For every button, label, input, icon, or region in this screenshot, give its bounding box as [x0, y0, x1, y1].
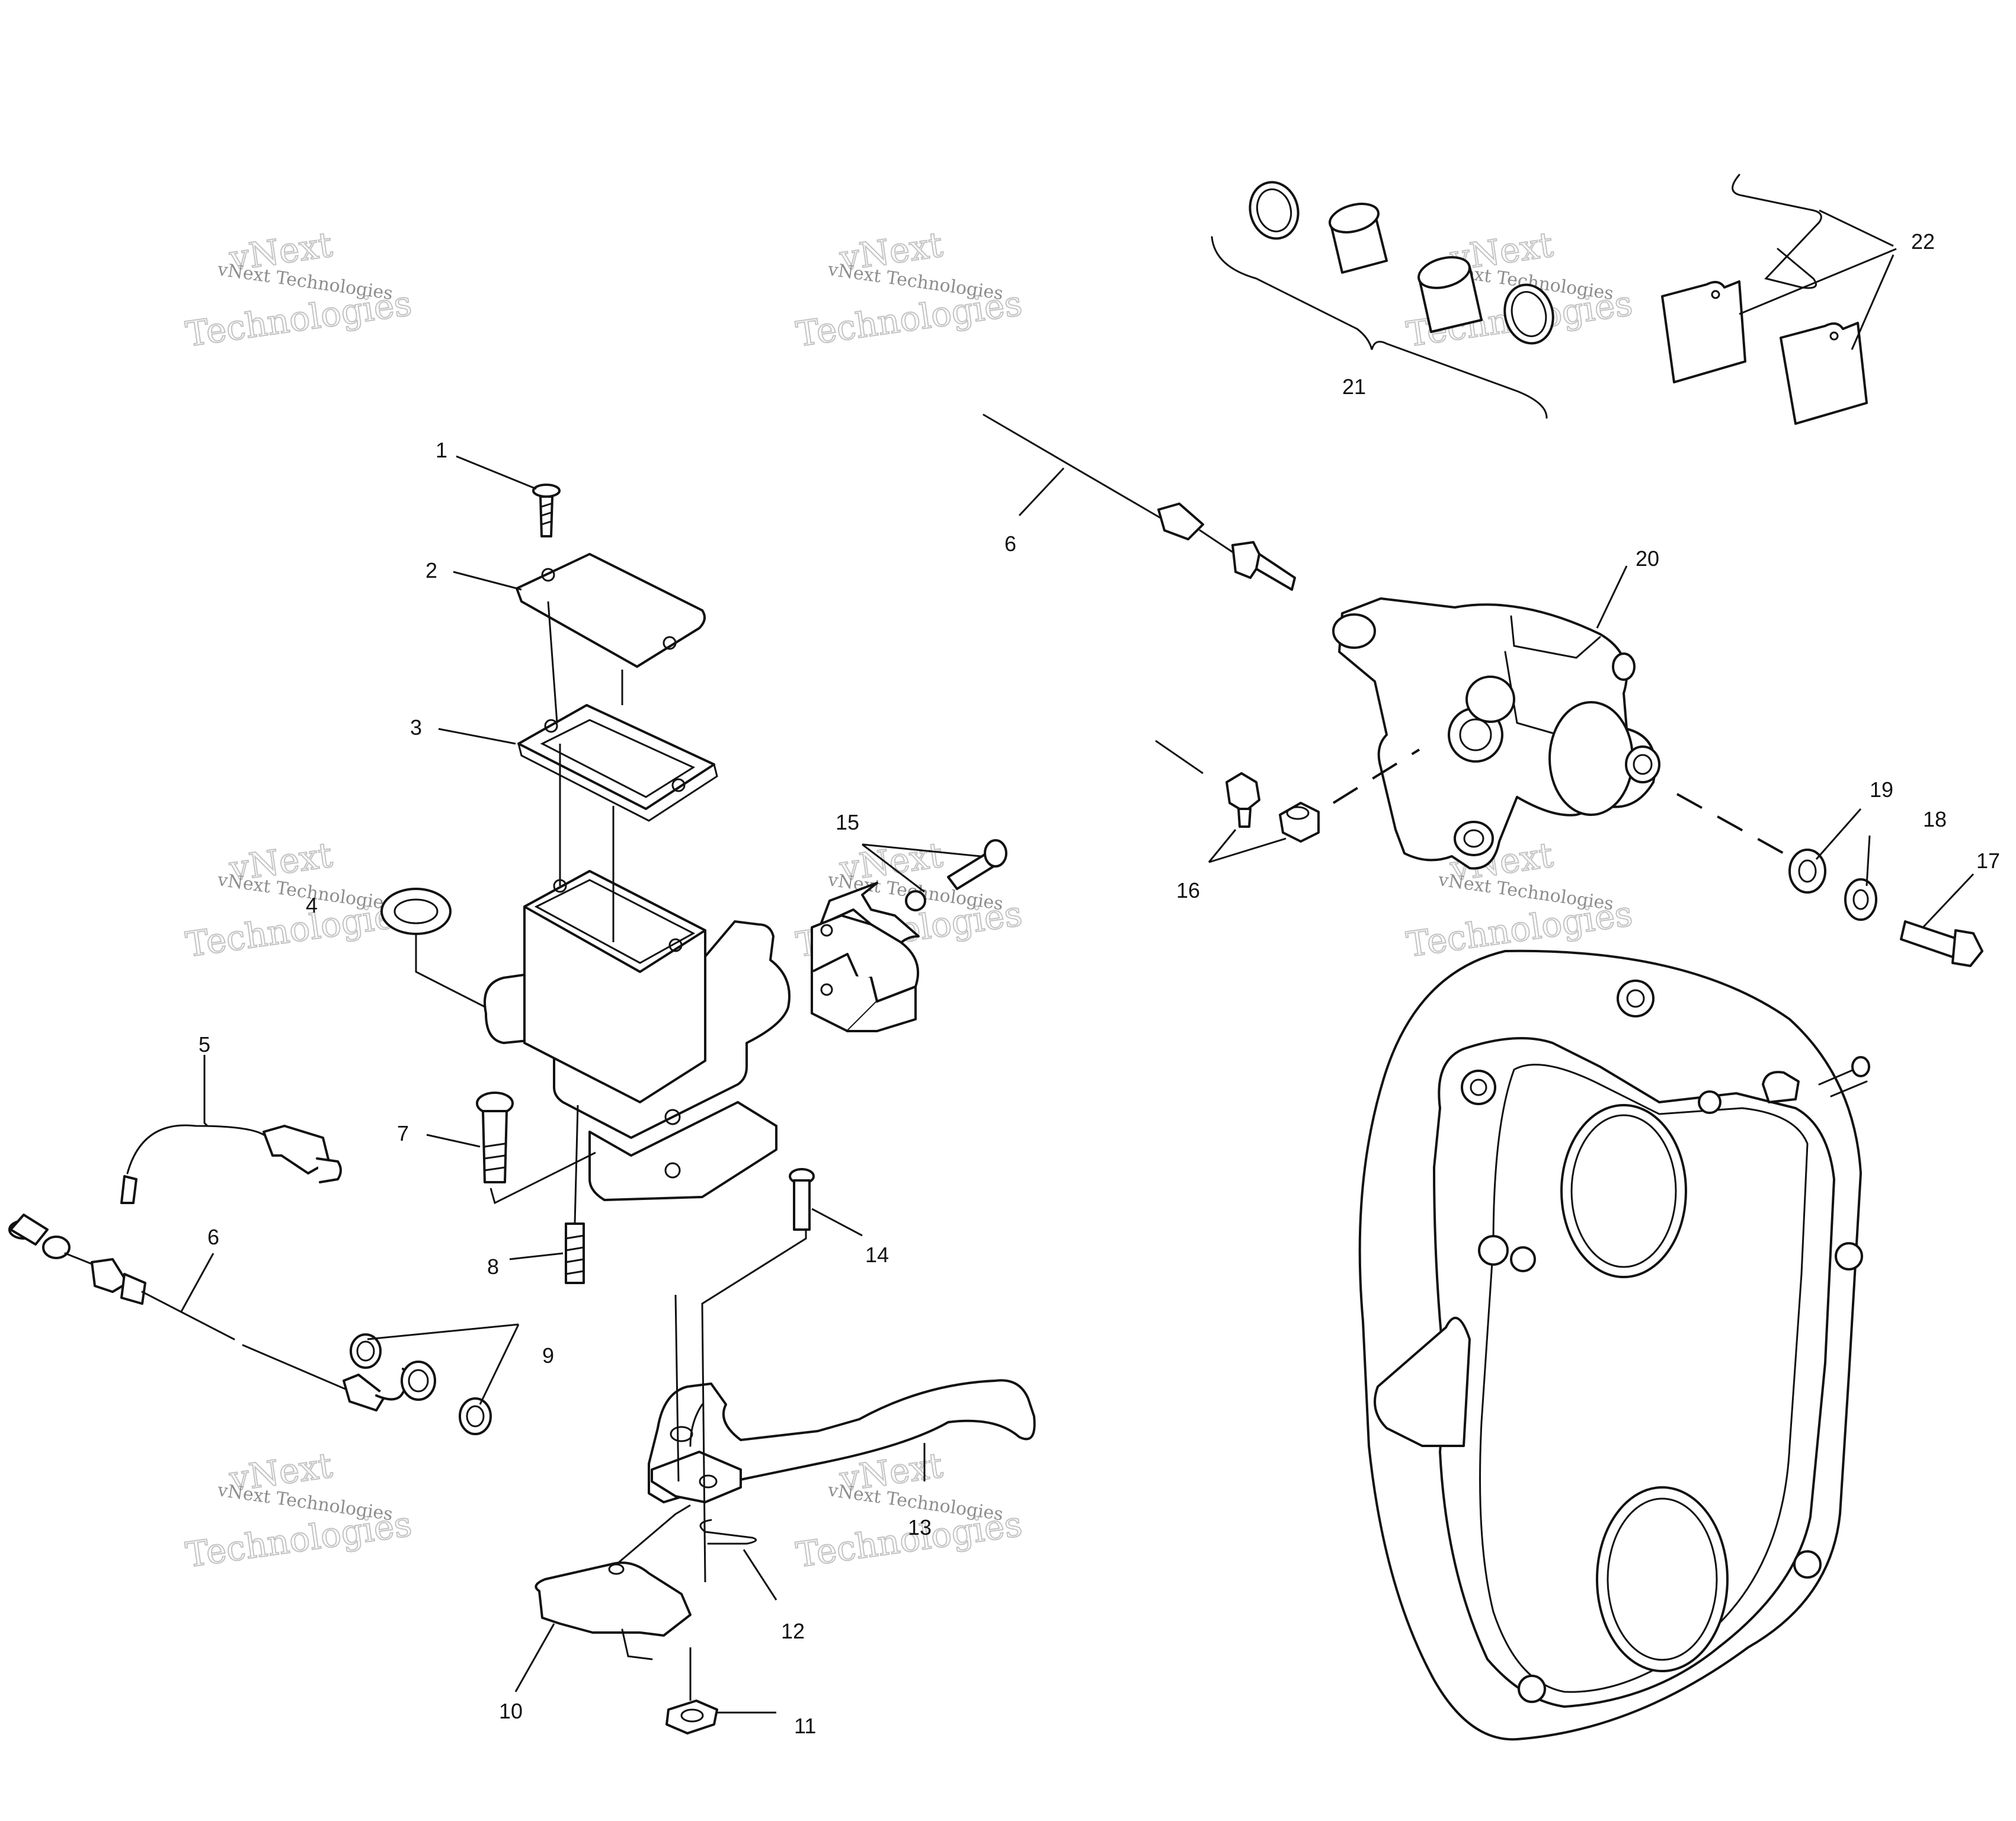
callout-15: 15 — [836, 810, 859, 834]
watermark-bottom-left: vNext vNext Technologies Technologies — [183, 1444, 415, 1576]
watermark-bottom-center: vNext vNext Technologies Technologies — [793, 1444, 1025, 1576]
callout-12: 12 — [781, 1619, 805, 1643]
callout-6-upper: 6 — [1004, 532, 1016, 556]
watermark-line2: Technologies — [793, 283, 1025, 354]
part-11-nut — [665, 1700, 718, 1734]
callout-22: 22 — [1911, 229, 1935, 254]
watermark-top-center: vNext vNext Technologies Technologies — [793, 223, 1025, 355]
part-3-gasket — [517, 704, 718, 822]
part-6-brake-line-lower — [8, 1214, 409, 1412]
callout-16: 16 — [1176, 878, 1200, 903]
callout-13: 13 — [908, 1515, 932, 1540]
part-6-brake-line-upper — [983, 414, 1296, 591]
part-9-washers — [350, 1333, 492, 1435]
part-8-bolt — [565, 1222, 585, 1284]
part-20-caliper — [1332, 597, 1660, 870]
callout-11: 11 — [794, 1714, 816, 1738]
part-5-switch — [120, 1124, 342, 1204]
assembly-lines — [415, 601, 1784, 1701]
part-2-cover — [516, 553, 706, 668]
callout-labels: 1 2 3 4 5 6 6 7 8 9 10 11 12 13 14 15 16… — [199, 229, 2000, 1738]
part-13-lever — [648, 1379, 1036, 1503]
part-21-pistons — [1211, 181, 1554, 419]
callout-4: 4 — [306, 893, 318, 917]
callout-18: 18 — [1923, 807, 1947, 831]
watermark-line2: Technologies — [183, 283, 414, 354]
watermark-line2: Technologies — [183, 893, 414, 965]
group-bracket-21 — [1211, 236, 1548, 419]
callout-2: 2 — [425, 558, 437, 583]
part-4-boot — [380, 888, 452, 935]
callout-19: 19 — [1870, 777, 1893, 802]
part-7-screw — [476, 1092, 514, 1183]
part-1-screw — [532, 484, 561, 537]
part-12-spring — [699, 1519, 757, 1545]
callout-5: 5 — [199, 1032, 210, 1057]
part-15-clamp — [811, 839, 1007, 1032]
part-18-washer — [1844, 878, 1877, 921]
part-22-brake-pads — [1661, 174, 1868, 425]
part-16-bleeder — [1225, 772, 1320, 843]
callout-6-lower: 6 — [207, 1225, 219, 1249]
callout-17: 17 — [1976, 849, 2000, 873]
callout-10: 10 — [499, 1699, 523, 1723]
callout-8: 8 — [487, 1254, 499, 1279]
callout-1: 1 — [436, 438, 447, 462]
callout-20: 20 — [1636, 546, 1659, 571]
callout-21: 21 — [1342, 375, 1366, 399]
watermark-line2: Technologies — [183, 1503, 414, 1575]
part-10-lock-lever — [535, 1561, 692, 1660]
master-cylinder-body — [484, 870, 791, 1201]
callout-14: 14 — [865, 1243, 889, 1267]
part-19-washer — [1788, 849, 1826, 894]
callout-7: 7 — [397, 1121, 409, 1145]
callout-3: 3 — [410, 715, 422, 740]
callout-9: 9 — [542, 1343, 554, 1368]
watermark-mid-left: vNext vNext Technologies Technologies — [183, 834, 415, 965]
watermark-top-left: vNext vNext Technologies Technologies — [183, 223, 415, 355]
callout-leaders — [180, 209, 1975, 1714]
part-14-pin — [789, 1168, 815, 1231]
part-17-bolt — [1900, 920, 1983, 967]
clutch-cover — [1358, 949, 1870, 1741]
